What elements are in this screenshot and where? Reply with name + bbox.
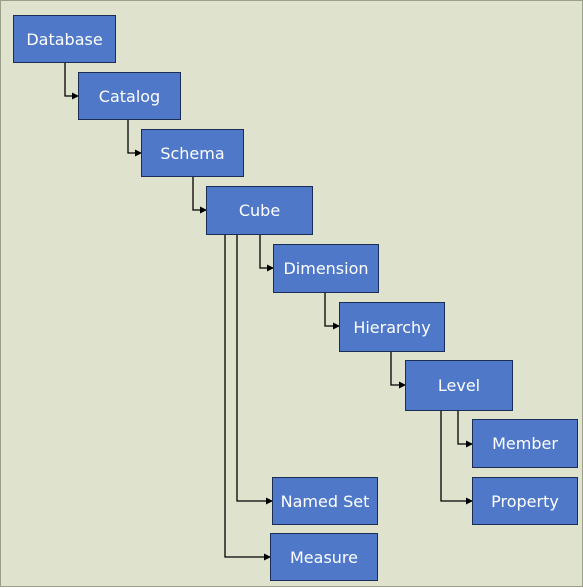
node-label-property: Property <box>491 491 559 511</box>
node-label-cube: Cube <box>238 201 281 220</box>
node-label-dimension: Dimension <box>283 259 369 278</box>
node-level: Level <box>405 360 513 411</box>
node-label-named-set: Named Set <box>280 491 370 511</box>
node-hierarchy: Hierarchy <box>339 302 445 352</box>
connector-cube-measure <box>224 235 271 561</box>
node-label-hierarchy: Hierarchy <box>353 317 431 337</box>
node-label-level: Level <box>437 376 481 395</box>
node-label-member: Member <box>492 434 558 453</box>
node-catalog: Catalog <box>78 72 181 120</box>
node-label-schema: Schema <box>160 143 225 163</box>
node-member: Member <box>472 419 578 468</box>
connector-level-member <box>457 411 473 448</box>
connector-catalog-schema <box>127 120 142 157</box>
node-database: Database <box>13 15 116 63</box>
connector-cube-dimension <box>259 235 274 272</box>
node-schema: Schema <box>141 129 244 177</box>
connector-schema-cube <box>192 177 207 214</box>
node-dimension: Dimension <box>273 244 379 293</box>
node-label-database: Database <box>26 29 103 49</box>
connector-hierarchy-level <box>390 352 406 389</box>
node-cube: Cube <box>206 186 313 235</box>
connector-dimension-hierarchy <box>324 293 340 330</box>
node-named-set: Named Set <box>272 477 378 525</box>
node-label-measure: Measure <box>290 547 358 567</box>
connector-database-catalog <box>64 63 79 100</box>
node-measure: Measure <box>270 533 378 581</box>
node-property: Property <box>472 477 578 525</box>
connector-cube-named-set <box>236 235 273 505</box>
node-label-catalog: Catalog <box>98 86 161 106</box>
connector-level-property <box>440 411 473 505</box>
